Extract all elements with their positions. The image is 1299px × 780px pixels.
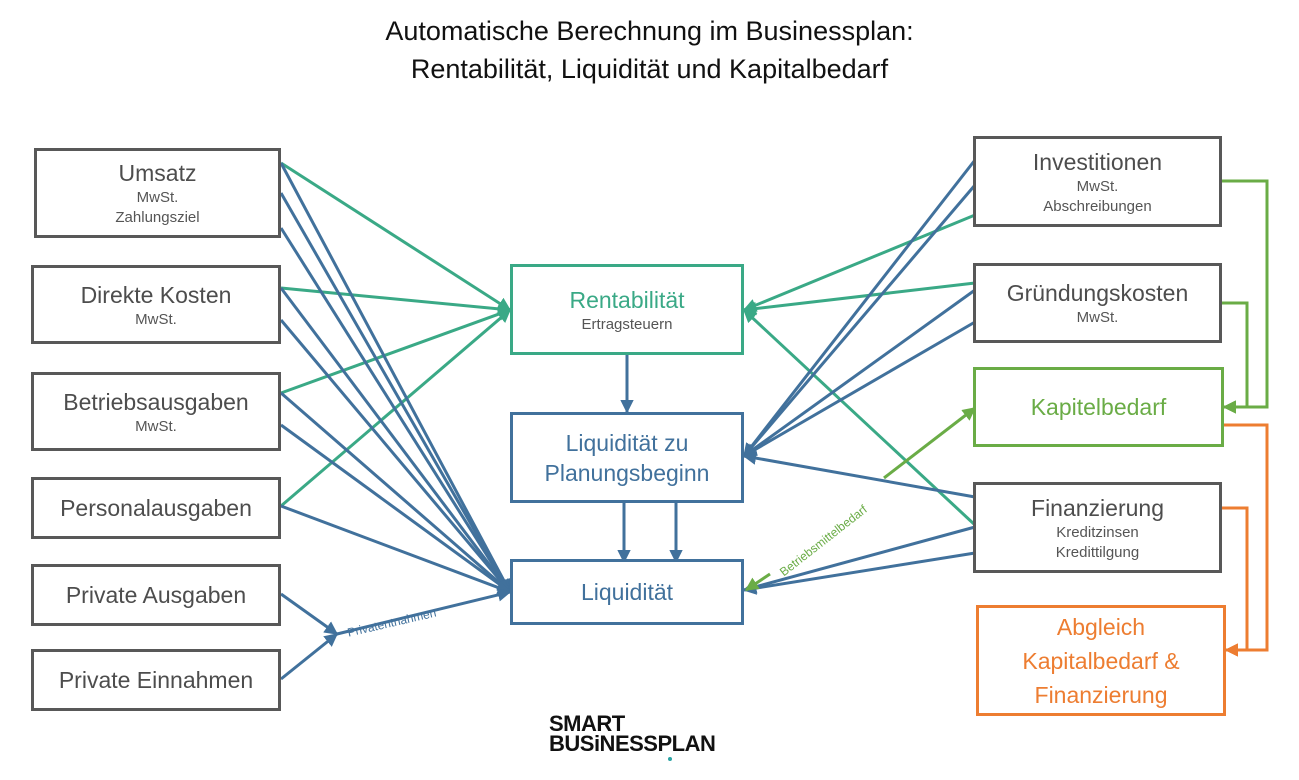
node-umsatz-sub2: Zahlungsziel — [115, 209, 200, 226]
node-liquiditaet: Liquidität — [510, 559, 744, 625]
node-kapitalbedarf: Kapitelbedarf — [973, 367, 1224, 447]
edge-gruendungskosten-rentabilitaet — [742, 281, 976, 316]
edge-private-einnahmen-privatentnahmen — [280, 632, 339, 681]
node-liquiditaet-planungsbeginn: Liquidität zu Planungsbeginn — [510, 412, 744, 503]
logo-line2: BUSiNESSPLAN — [549, 731, 716, 756]
edge-privatentnahmen-liquiditaet — [336, 588, 512, 636]
logo-line1: SMART — [549, 711, 625, 736]
node-gruendungskosten-sub1: MwSt. — [1076, 309, 1119, 326]
node-liquiditaet-planungsbeginn-label: Liquidität zu Planungsbeginn — [544, 429, 710, 486]
node-finanzierung-sub2: Kredittilgung — [1055, 543, 1140, 561]
node-private-einnahmen: Private Einnahmen — [31, 649, 281, 711]
node-abgleich: Abgleich Kapitalbedarf & Finanzierung — [976, 605, 1226, 716]
node-direkte-kosten: Direkte Kosten MwSt. — [31, 265, 281, 344]
node-liquiditaet-label: Liquidität — [580, 579, 674, 605]
edge-investitionen-planungsbeginn-2 — [742, 184, 977, 458]
node-personalausgaben: Personalausgaben — [31, 477, 281, 539]
node-direkte-kosten-label: Direkte Kosten — [80, 281, 232, 308]
node-investitionen: Investitionen MwSt. Abschreibungen — [973, 136, 1222, 227]
node-abgleich-label: Abgleich Kapitalbedarf & Finanzierung — [1022, 613, 1180, 708]
edge-finanzierung-liquiditaet-1 — [742, 525, 976, 594]
node-investitionen-sub2: Abschreibungen — [1043, 197, 1152, 215]
node-rentabilitaet-label: Rentabilität — [569, 286, 685, 313]
logo-dot-icon — [668, 757, 672, 761]
edge-personalausgaben-liquiditaet — [280, 504, 512, 595]
edge-finanzierung-planungsbeginn — [742, 451, 976, 499]
node-investitionen-sub1: MwSt. — [1076, 177, 1119, 195]
node-finanzierung-sub1: Kreditzinsen — [1056, 523, 1139, 541]
edge-betriebsausgaben-liquiditaet-2 — [280, 423, 512, 594]
node-private-ausgaben: Private Ausgaben — [31, 564, 281, 626]
edge-gruendungskosten-planungsbeginn-2 — [742, 320, 976, 458]
edge-betriebsmittelbedarf-kapitalbedarf — [883, 406, 977, 480]
node-finanzierung-label: Finanzierung — [1031, 494, 1164, 521]
node-rentabilitaet: Rentabilität Ertragsteuern — [510, 264, 744, 355]
node-gruendungskosten: Gründungskosten MwSt. — [973, 263, 1222, 343]
edge-betriebsausgaben-liquiditaet-1 — [280, 391, 512, 594]
node-umsatz-sub1: MwSt. — [136, 189, 179, 206]
edge-umsatz-rentabilitaet — [280, 161, 512, 312]
node-direkte-kosten-sub1: MwSt. — [135, 310, 177, 328]
edge-gruendungskosten-planungsbeginn-1 — [742, 288, 976, 458]
node-rentabilitaet-sub1: Ertragsteuern — [581, 315, 673, 333]
edge-umsatz-liquiditaet-1 — [279, 162, 512, 594]
node-betriebsausgaben: Betriebsausgaben MwSt. — [31, 372, 281, 451]
edge-direkte-kosten-liquiditaet-2 — [279, 319, 512, 594]
edge-investitionen-planungsbeginn-1 — [742, 159, 977, 458]
edge-direkte-kosten-liquiditaet-1 — [279, 287, 512, 594]
edge-private-ausgaben-privatentnahmen — [280, 592, 339, 636]
diagram-title-line2: Rentabilität, Liquidität und Kapitalbeda… — [410, 54, 889, 84]
node-betriebsausgaben-label: Betriebsausgaben — [63, 388, 249, 415]
node-gruendungskosten-label: Gründungskosten — [1006, 280, 1189, 306]
edge-investitionen-kapitalbedarf — [1222, 179, 1269, 414]
edge-betriebsmittelbedarf-liquiditaet — [744, 572, 771, 592]
node-personalausgaben-label: Personalausgaben — [60, 495, 252, 521]
smart-businessplan-logo: SMART BUSiNESSPLAN — [549, 711, 716, 761]
edge-umsatz-liquiditaet-3 — [279, 227, 512, 594]
edge-finanzierung-liquiditaet-2 — [742, 551, 976, 595]
edge-betriebsausgaben-rentabilitaet — [280, 307, 512, 395]
node-kapitalbedarf-label: Kapitelbedarf — [1030, 394, 1167, 420]
node-betriebsausgaben-sub1: MwSt. — [135, 417, 177, 435]
edge-finanzierung-abgleich — [1222, 506, 1249, 657]
node-umsatz: Umsatz MwSt. Zahlungsziel — [34, 148, 281, 238]
edge-umsatz-liquiditaet-2 — [279, 192, 512, 594]
edge-gruendungskosten-kapitalbedarf — [1222, 301, 1249, 414]
node-investitionen-label: Investitionen — [1032, 148, 1163, 175]
node-umsatz-label: Umsatz — [118, 160, 197, 186]
node-private-ausgaben-label: Private Ausgaben — [65, 582, 247, 608]
node-finanzierung: Finanzierung Kreditzinsen Kredittilgung — [973, 482, 1222, 573]
node-private-einnahmen-label: Private Einnahmen — [58, 667, 254, 693]
diagram-title-line1: Automatische Berechnung im Businessplan: — [385, 16, 914, 46]
edge-direkte-kosten-rentabilitaet — [280, 286, 512, 316]
